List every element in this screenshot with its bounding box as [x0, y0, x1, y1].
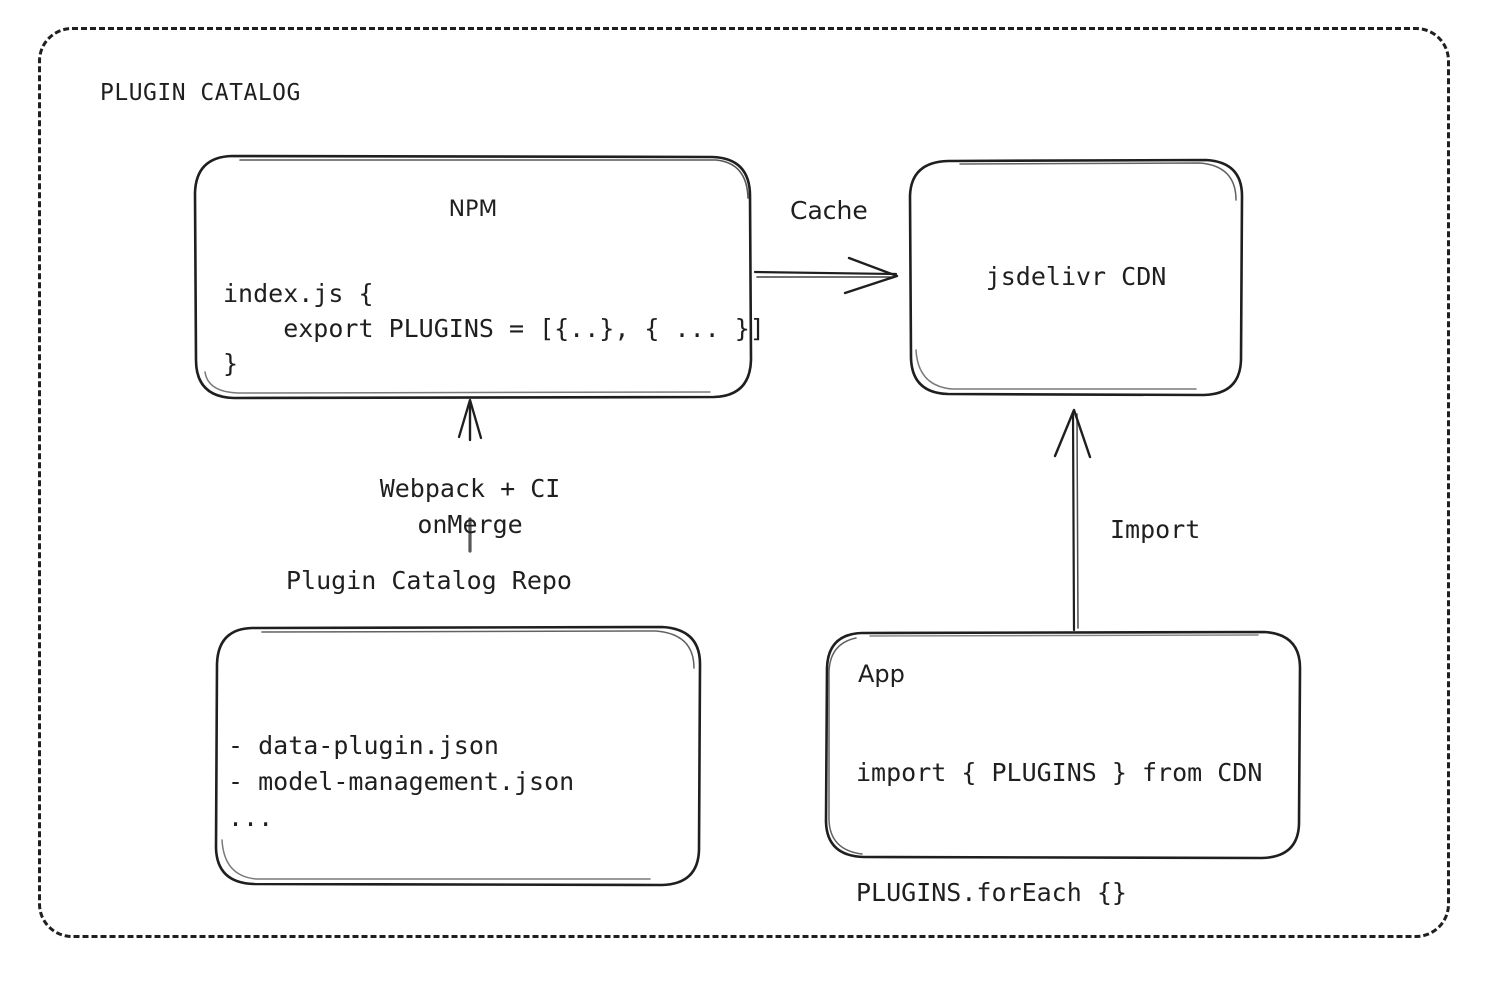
node-app[interactable]: App import { PLUGINS } from CDN PLUGINS.…: [826, 632, 1300, 907]
node-repo-content: - data-plugin.json - model-management.js…: [216, 627, 700, 885]
build-arrow: [457, 398, 483, 553]
repo-file-list: - data-plugin.json - model-management.js…: [228, 731, 575, 832]
node-jsdelivr-cdn[interactable]: jsdelivr CDN: [910, 160, 1242, 395]
npm-code-snippet: index.js { export PLUGINS = [{..}, { ...…: [223, 279, 765, 378]
npm-title: NPM: [448, 197, 498, 222]
edge-label-import: Import: [1110, 515, 1201, 544]
import-arrow: [1053, 408, 1092, 632]
cdn-label: jsdelivr CDN: [985, 261, 1167, 291]
node-plugin-catalog-repo[interactable]: - data-plugin.json - model-management.js…: [216, 627, 700, 885]
cache-arrow: [753, 256, 899, 295]
edge-label-cache: Cache: [790, 196, 868, 225]
app-title: App: [858, 660, 905, 688]
repo-box-outline: [214, 625, 702, 887]
app-code-snippet: import { PLUGINS } from CDN PLUGINS.forE…: [856, 758, 1263, 907]
node-cdn-content: jsdelivr CDN: [910, 160, 1242, 395]
edge-label-build: Webpack + CI onMerge: [379, 474, 561, 539]
node-app-content: App import { PLUGINS } from CDN PLUGINS.…: [826, 632, 1300, 907]
cdn-box-outline: [908, 158, 1244, 397]
node-npm[interactable]: NPM index.js { export PLUGINS = [{..}, {…: [195, 155, 765, 398]
node-npm-content: NPM index.js { export PLUGINS = [{..}, {…: [195, 155, 765, 398]
repo-caption: Plugin Catalog Repo: [286, 566, 572, 595]
npm-box-outline: [193, 154, 753, 400]
plugin-catalog-frame: [38, 27, 1450, 938]
app-box-outline: [824, 630, 1302, 860]
page-title: PLUGIN CATALOG: [100, 80, 301, 106]
